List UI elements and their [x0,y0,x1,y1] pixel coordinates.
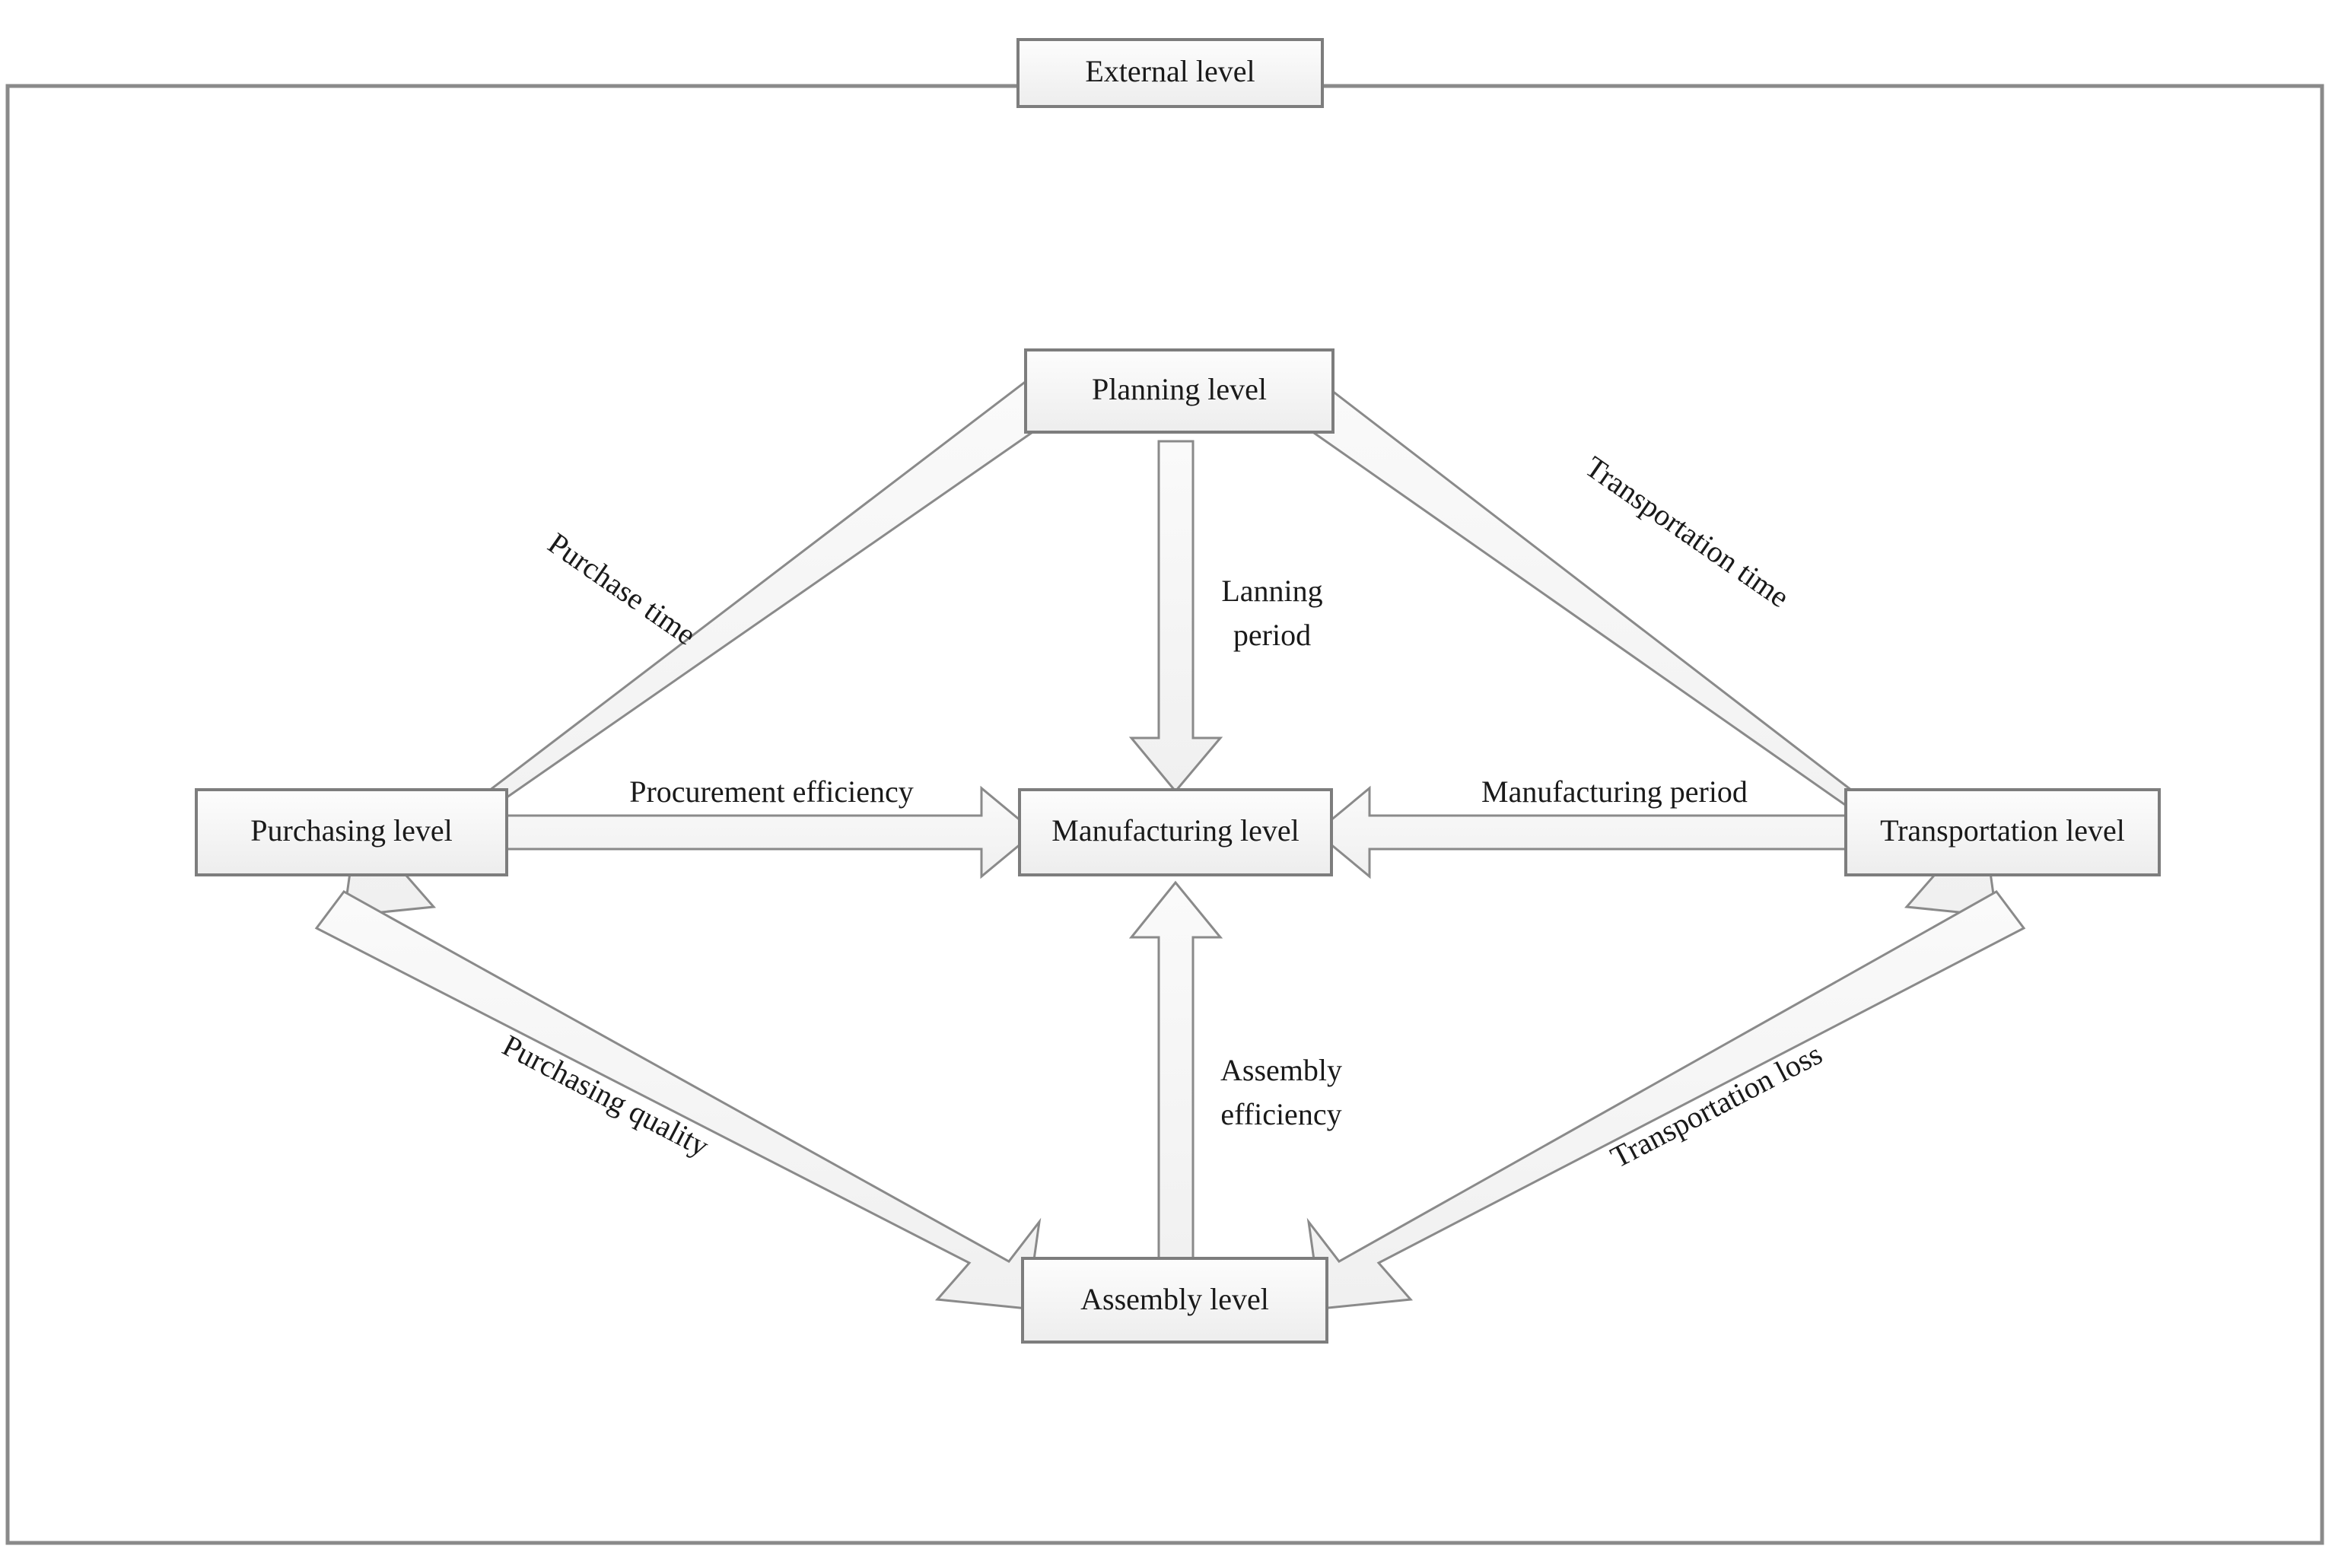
edge-label-transportation-time: Transportation time [1579,449,1795,614]
edge-label-assembly-efficiency-line1: Assembly [1220,1053,1342,1087]
node-planning-level-label: Planning level [1092,372,1267,406]
arrow-transportation-to-manufacturing [1314,785,1850,879]
arrow-planning-to-manufacturing [1128,440,1223,794]
node-manufacturing-level[interactable]: Manufacturing level [1018,788,1333,876]
node-purchasing-level[interactable]: Purchasing level [195,788,508,876]
arrow-assembly-to-manufacturing [1128,880,1223,1295]
arrow-transportation-to-assembly [1306,890,2026,1310]
node-planning-level[interactable]: Planning level [1024,348,1335,434]
node-assembly-level-label: Assembly level [1080,1282,1269,1316]
edge-label-lanning-period-line2: period [1233,618,1311,652]
node-assembly-level[interactable]: Assembly level [1021,1257,1328,1344]
node-purchasing-level-label: Purchasing level [250,813,453,848]
edge-label-assembly-efficiency-line2: efficiency [1220,1097,1341,1131]
node-manufacturing-level-label: Manufacturing level [1051,813,1299,848]
node-transportation-level[interactable]: Transportation level [1844,788,2161,876]
edge-label-purchase-time: Purchase time [542,526,702,652]
edge-label-lanning-period-line1: Lanning [1221,574,1322,608]
edge-label-manufacturing-period: Manufacturing period [1481,774,1748,809]
arrow-purchasing-to-assembly [314,890,1042,1310]
arrow-purchasing-to-manufacturing [502,785,1037,879]
node-transportation-level-label: Transportation level [1880,813,2125,848]
edge-label-procurement-efficiency: Procurement efficiency [629,774,914,809]
node-external-level-label: External level [1085,54,1255,88]
node-external-level[interactable]: External level [1016,38,1324,108]
